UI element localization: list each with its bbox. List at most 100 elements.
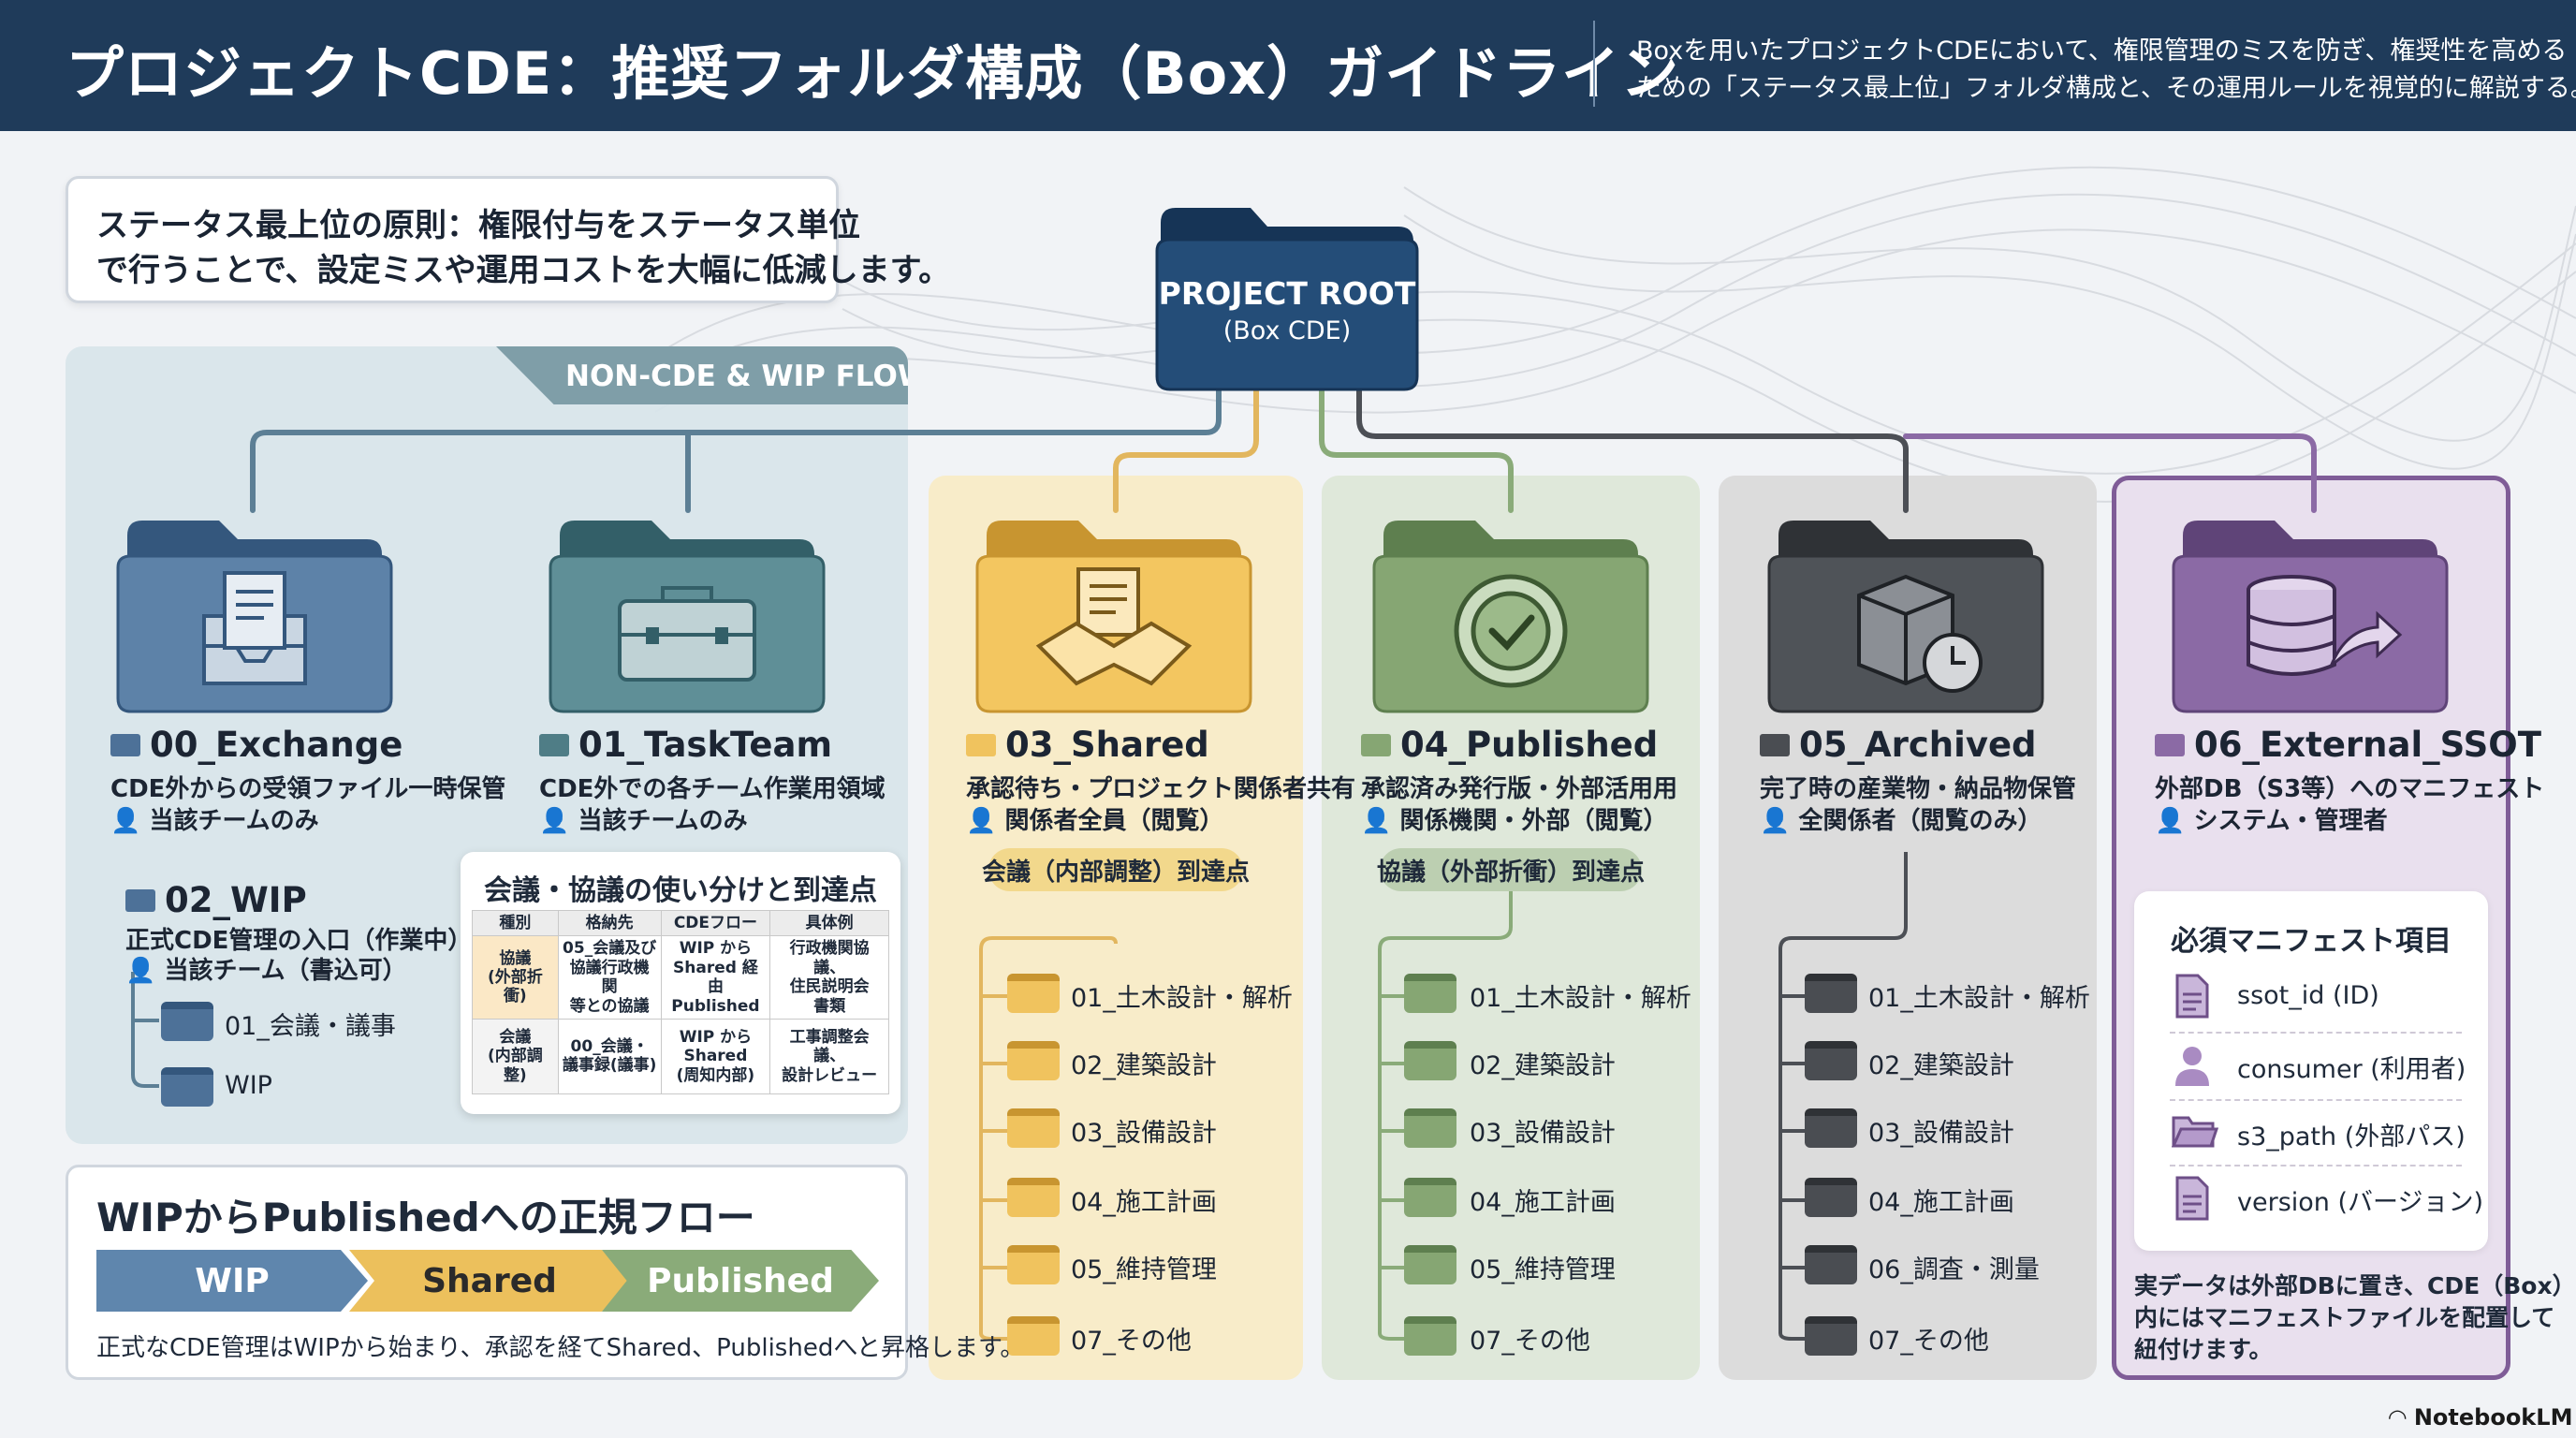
published-small-folder-icon xyxy=(1361,734,1391,756)
shared-sub-2[interactable]: 02_建築設計 xyxy=(1071,1051,1217,1080)
subfolder-icon[interactable] xyxy=(1404,1108,1456,1148)
subfolder-icon[interactable] xyxy=(1805,1316,1857,1356)
published-sub-2[interactable]: 02_建築設計 xyxy=(1470,1051,1616,1080)
subfolder-icon[interactable] xyxy=(1805,1178,1857,1217)
flow-step-shared: Shared xyxy=(349,1250,630,1312)
subfolder-icon[interactable] xyxy=(1007,1316,1060,1356)
meeting-table: 種別 格納先 CDEフロー 具体例 協議 (外部折衝) 05_会議及び 協議行政… xyxy=(472,909,889,1094)
shared-sub-6[interactable]: 07_その他 xyxy=(1071,1327,1192,1356)
manifest-item-1: ssot_id (ID) xyxy=(2237,981,2379,1010)
subfolder-icon[interactable] xyxy=(1404,1245,1456,1284)
archived-sub-2[interactable]: 02_建築設計 xyxy=(1868,1051,2014,1080)
subfolder-icon[interactable] xyxy=(1007,974,1060,1013)
subfolder-icon[interactable] xyxy=(1007,1245,1060,1284)
notebooklm-brand: ◠ NotebookLM xyxy=(2389,1404,2573,1431)
wip-label: 02_WIP xyxy=(125,880,307,920)
meeting-header: 具体例 xyxy=(769,909,889,937)
manifest-divider xyxy=(2170,1099,2462,1101)
wip-child-folder-icon[interactable] xyxy=(161,1067,213,1107)
published-folder-icon[interactable] xyxy=(1370,506,1651,713)
exchange-folder-icon[interactable] xyxy=(114,506,395,713)
shared-folder-icon[interactable] xyxy=(973,506,1254,713)
shared-access: 👤 関係者全員（閲覧） xyxy=(966,807,1224,835)
document-icon xyxy=(2175,1176,2209,1221)
manifest-divider xyxy=(2170,1165,2462,1167)
manifest-item-3: s3_path (外部パス) xyxy=(2237,1123,2466,1152)
taskteam-folder-icon[interactable] xyxy=(547,506,827,713)
published-sub-3[interactable]: 03_設備設計 xyxy=(1470,1119,1616,1148)
flow-title: WIPからPublishedへの正規フロー xyxy=(96,1195,755,1240)
shared-badge: 会議（内部調整）到達点 xyxy=(982,848,1250,891)
published-desc: 承認済み発行版・外部活用用 xyxy=(1361,775,1678,803)
root-folder-icon xyxy=(1155,208,1419,391)
taskteam-small-folder-icon xyxy=(539,734,569,756)
wip-child-folder-icon[interactable] xyxy=(161,1002,213,1041)
exchange-name: 00_Exchange xyxy=(150,725,403,765)
archived-access: 👤 全関係者（閲覧のみ） xyxy=(1760,807,2042,835)
external-small-folder-icon xyxy=(2155,734,2185,756)
shared-sub-1[interactable]: 01_土木設計・解析 xyxy=(1071,984,1293,1013)
person-icon: 👤 xyxy=(1361,807,1392,835)
exchange-desc: CDE外からの受領ファイル一時保管 xyxy=(110,775,506,803)
subfolder-icon[interactable] xyxy=(1805,1108,1857,1148)
wip-child-1[interactable]: 01_会議・議事 xyxy=(225,1012,396,1041)
wip-child-2[interactable]: WIP xyxy=(225,1071,272,1100)
shared-sub-4[interactable]: 04_施工計画 xyxy=(1071,1188,1217,1217)
shared-desc: 承認待ち・プロジェクト関係者共有 xyxy=(966,775,1356,803)
meeting-cell: 工事調整会議、 設計レビュー xyxy=(769,1018,889,1094)
manifest-note-line3: 紐付けます。 xyxy=(2134,1336,2273,1363)
project-root-folder[interactable]: PROJECT ROOT (Box CDE) xyxy=(1149,185,1425,391)
person-icon: 👤 xyxy=(539,807,570,835)
shared-sub-5[interactable]: 05_維持管理 xyxy=(1071,1255,1217,1284)
archived-sub-6[interactable]: 07_その他 xyxy=(1868,1327,1989,1356)
published-name: 04_Published xyxy=(1400,725,1659,765)
archived-label: 05_Archived xyxy=(1760,725,2037,765)
subfolder-icon[interactable] xyxy=(1404,1316,1456,1356)
manifest-divider xyxy=(2170,1032,2462,1034)
flow-note: 正式なCDE管理はWIPから始まり、承認を経てShared、Publishedへ… xyxy=(96,1334,1025,1362)
folder-open-icon xyxy=(2172,1116,2218,1148)
meeting-cell: 協議 (外部折衝) xyxy=(472,935,559,1020)
archived-sub-3[interactable]: 03_設備設計 xyxy=(1868,1119,2014,1148)
manifest-item-2: consumer (利用者) xyxy=(2237,1055,2466,1084)
shared-sub-3[interactable]: 03_設備設計 xyxy=(1071,1119,1217,1148)
subfolder-icon[interactable] xyxy=(1805,1245,1857,1284)
external-access: 👤 システム・管理者 xyxy=(2155,807,2388,835)
flow-step-published: Published xyxy=(602,1250,879,1312)
manifest-title: 必須マニフェスト項目 xyxy=(2171,925,2452,958)
subfolder-icon[interactable] xyxy=(1404,1041,1456,1080)
subfolder-icon[interactable] xyxy=(1805,974,1857,1013)
flow-step-wip: WIP xyxy=(96,1250,368,1312)
archived-sub-4[interactable]: 04_施工計画 xyxy=(1868,1188,2014,1217)
published-sub-6[interactable]: 07_その他 xyxy=(1470,1327,1590,1356)
archived-folder-icon[interactable] xyxy=(1765,506,2046,713)
taskteam-desc: CDE外での各チーム作業用領域 xyxy=(539,775,886,803)
subfolder-icon[interactable] xyxy=(1805,1041,1857,1080)
principle-line2: で行うことで、設定ミスや運用コストを大幅に低減します。 xyxy=(96,252,951,289)
subfolder-icon[interactable] xyxy=(1007,1108,1060,1148)
archived-name: 05_Archived xyxy=(1799,725,2037,765)
subfolder-icon[interactable] xyxy=(1404,974,1456,1013)
wip-to-published-flow-box: WIPからPublishedへの正規フロー WIP Shared Publish… xyxy=(66,1165,1024,1380)
person-icon: 👤 xyxy=(125,957,156,985)
meeting-cell: WIP から Shared (周知内部) xyxy=(660,1018,771,1094)
published-sub-1[interactable]: 01_土木設計・解析 xyxy=(1470,984,1691,1013)
root-subtitle: (Box CDE) xyxy=(1222,316,1352,345)
person-icon: 👤 xyxy=(2155,807,2186,835)
archived-sub-5[interactable]: 06_調査・測量 xyxy=(1868,1255,2040,1284)
archived-sub-1[interactable]: 01_土木設計・解析 xyxy=(1868,984,2090,1013)
principle-line1: ステータス最上位の原則：権限付与をステータス単位 xyxy=(96,207,860,244)
subfolder-icon[interactable] xyxy=(1007,1178,1060,1217)
meeting-usage-card: 会議・協議の使い分けと到達点 種別 格納先 CDEフロー 具体例 協議 (外部折… xyxy=(461,852,900,1114)
subfolder-icon[interactable] xyxy=(1404,1178,1456,1217)
external-ssot-folder-icon[interactable] xyxy=(2170,506,2451,713)
published-sub-4[interactable]: 04_施工計画 xyxy=(1470,1188,1616,1217)
header-divider xyxy=(1593,21,1595,107)
exchange-small-folder-icon xyxy=(110,734,140,756)
subfolder-icon[interactable] xyxy=(1007,1041,1060,1080)
header-description-line2: ための「ステータス最上位」フォルダ構成と、その運用ルールを視覚的に解説する。 xyxy=(1636,74,2576,103)
published-sub-5[interactable]: 05_維持管理 xyxy=(1470,1255,1616,1284)
wip-name: 02_WIP xyxy=(165,880,307,920)
meeting-cell: 行政機関協議、 住民説明会 書類 xyxy=(769,935,889,1020)
